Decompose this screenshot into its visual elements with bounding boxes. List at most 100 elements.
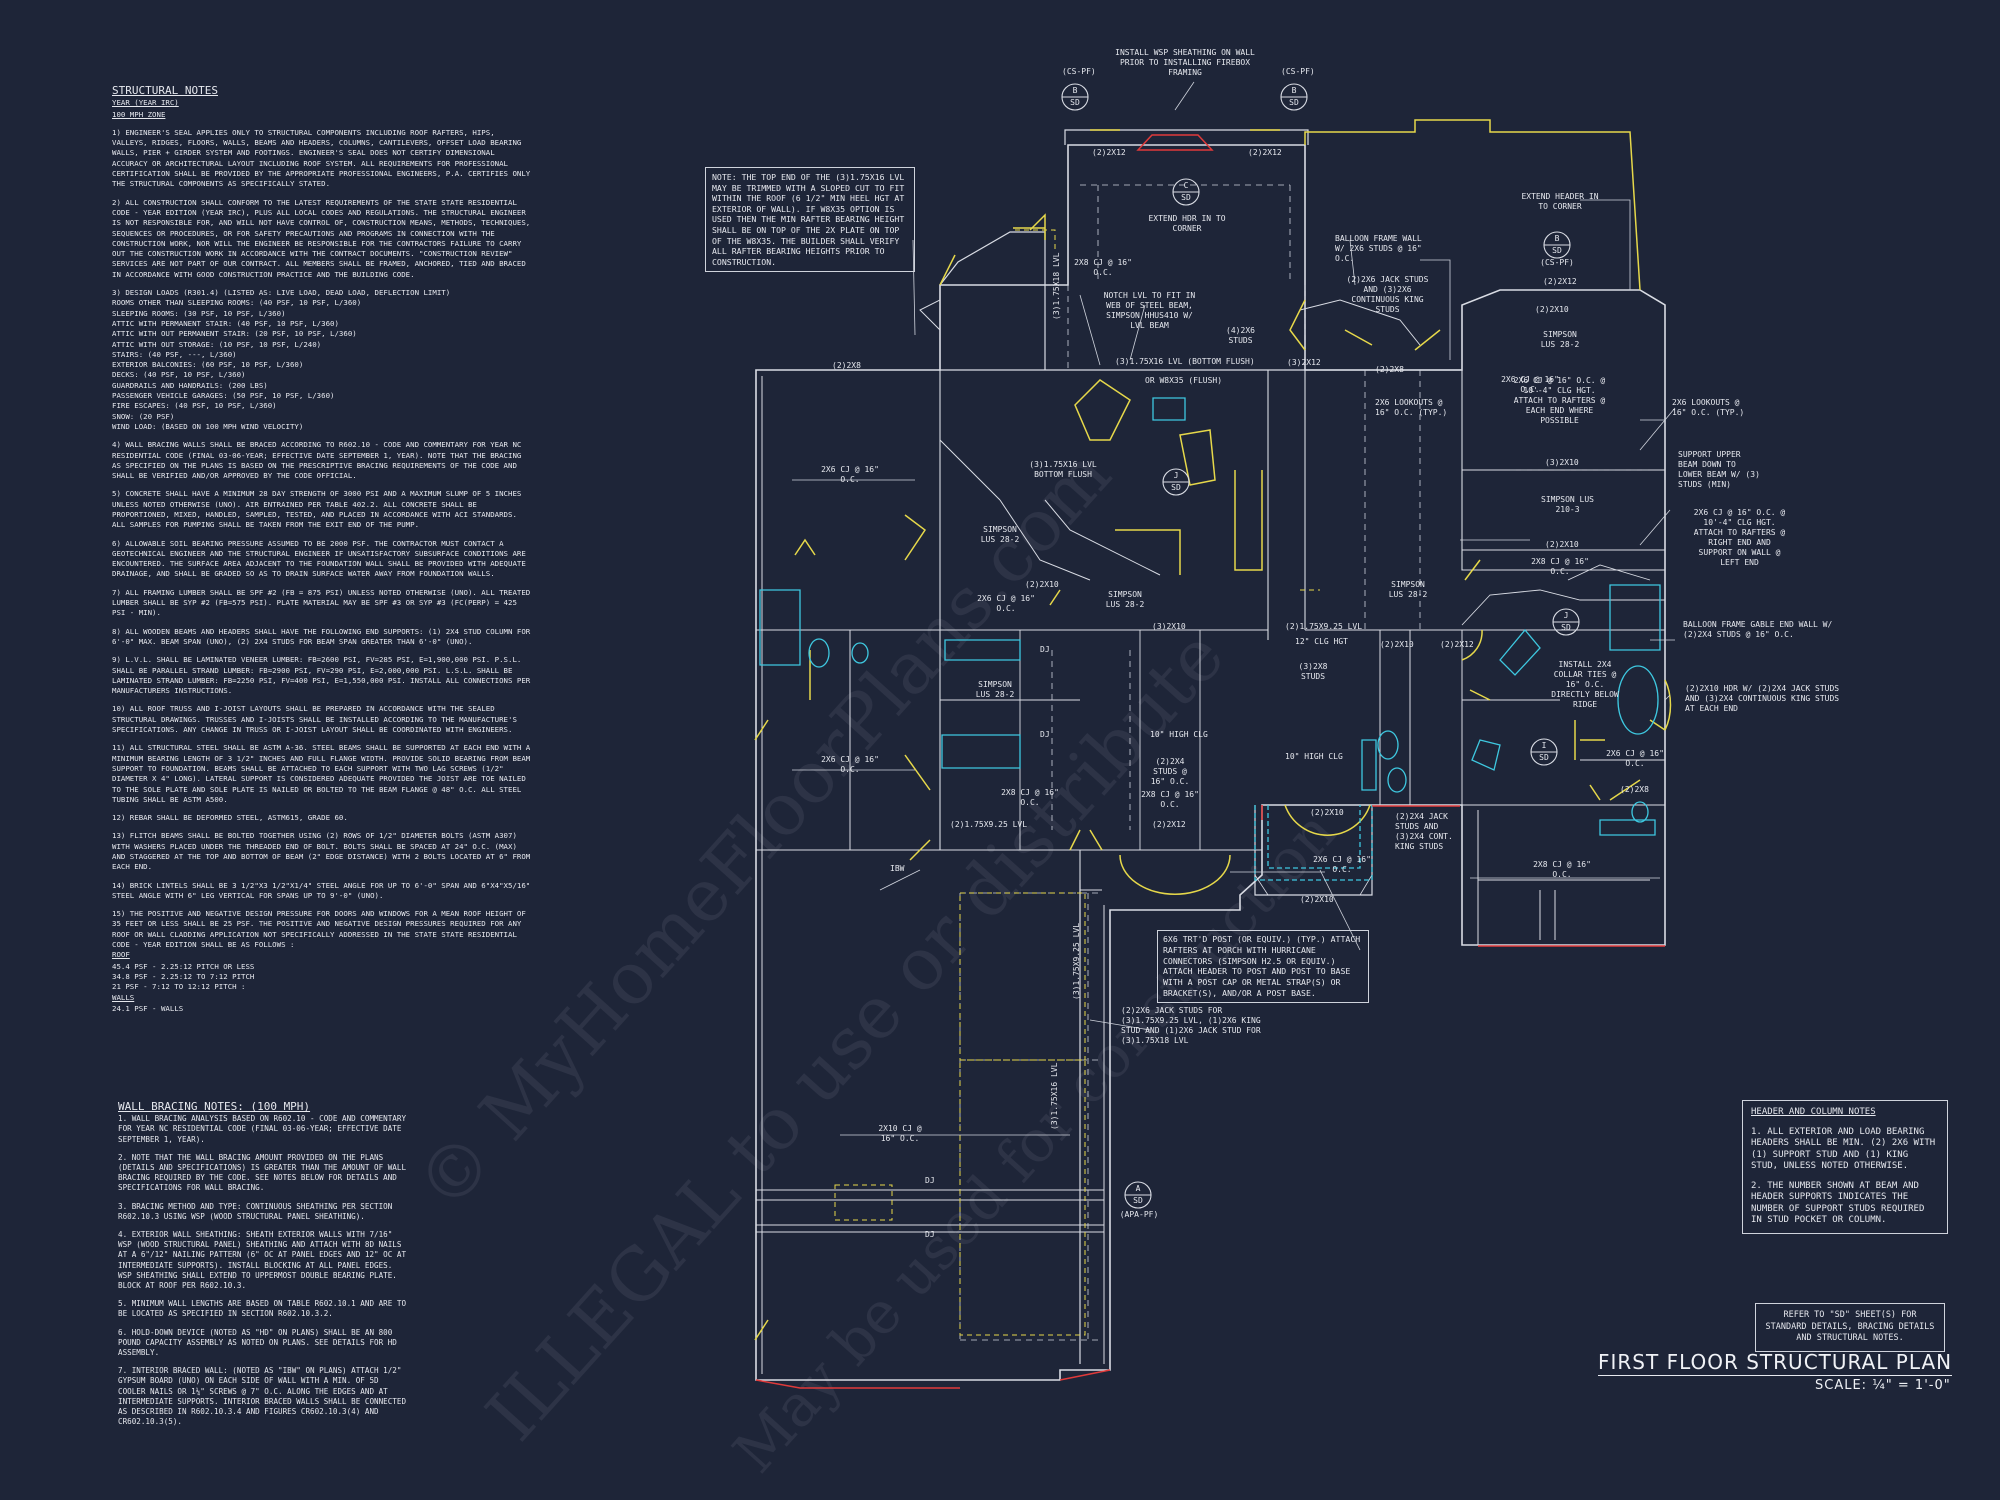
design-load-line: ATTIC WITH OUT PERMANENT STAIR: (20 PSF,… [112, 329, 357, 339]
simpson-hanger-label: SIMPSON LUS 210-3 [1541, 495, 1594, 514]
design-load-line: EXTERIOR BALCONIES: (60 PSF, 10 PSF, L/3… [112, 360, 304, 370]
ceiling-joist-label: 2X8 CJ @ 16" O.C. [1531, 557, 1589, 576]
ceiling-joist-label: 2X6 CJ @ 16" O.C. [1606, 749, 1664, 768]
structural-note-8: 8) ALL WOODEN BEAMS AND HEADERS SHALL HA… [112, 626, 531, 646]
beam-label: (2)1.75X9.25 LVL [950, 820, 1028, 829]
ceiling-joist-label: 2X6 CJ @ 16" O.C. [821, 465, 879, 484]
beam-label: (2)2X10 [1025, 580, 1059, 589]
ceiling-joist-label: 2X8 CJ @ 16" O.C. [1533, 860, 1591, 879]
simpson-hanger-label: SIMPSON LUS 28-2 [1540, 330, 1580, 349]
section-marker-letter: J [1563, 611, 1569, 620]
double-joist-label: DJ [925, 1230, 935, 1239]
ceiling-joist-label: 2X8 CJ @ 16" O.C. [1001, 788, 1059, 807]
studs-callout: (4)2X6 STUDS [1226, 326, 1255, 345]
support-upper-beam-callout: SUPPORT UPPER BEAM DOWN TO LOWER BEAM W/… [1678, 450, 1760, 489]
clg-hgt-callout: 2X6 CJ @ 16" O.C. @ 10'-4" CLG HGT. ATTA… [1513, 376, 1606, 425]
wall-pressure-label: WALLS [112, 992, 135, 1002]
ceiling-joist-label: 2X8 CJ @ 16" O.C. [1074, 258, 1132, 277]
structural-note-5: 5) CONCRETE SHALL HAVE A MINIMUM 28 DAY … [112, 489, 522, 530]
section-marker-sheet: SD [1070, 98, 1080, 107]
ceiling-joist-label: 2X8 CJ @ 16" O.C. [1141, 790, 1199, 809]
beam-label: (3)1.75X9.25 LVL [1072, 922, 1081, 1000]
design-load-line: SNOW: (20 PSF) [112, 411, 175, 421]
beam-label: (2)2X10 [1535, 305, 1569, 314]
ceiling-height-label: 10" HIGH CLG [1150, 730, 1208, 739]
header-jack-callout: (2)2X10 HDR W/ (2)2X4 JACK STUDS AND (3)… [1685, 684, 1840, 713]
ceiling-joist-label: 2X6 CJ @ 16" O.C. [1501, 375, 1559, 394]
simpson-hanger-label: SIMPSON LUS 28-2 [1105, 590, 1145, 609]
section-marker-tag: (CS-PF) [1540, 258, 1574, 267]
design-load-line: PASSENGER VEHICLE GARAGES: (50 PSF, 10 P… [112, 391, 335, 401]
porch-post-note: 6x6 TRT'D POST (OR EQUIV.) (TYP.) ATTACH… [1157, 930, 1369, 1003]
structural-notes-wind-zone: 100 mph ZONE [112, 109, 166, 119]
double-joist-label: DJ [1040, 645, 1050, 654]
ceiling-height-label: 12" CLG HGT [1295, 637, 1348, 646]
section-marker-letter: C [1183, 181, 1189, 190]
simpson-hanger-label: SIMPSON LUS 28-2 [980, 525, 1020, 544]
design-load-line: GUARDRAILS AND HANDRAILS: (200 LBS) [112, 380, 268, 390]
beam-label: (3)2X10 [1152, 622, 1186, 631]
wall-pressure-line: 24.1 PSF - WALLS [112, 1003, 184, 1013]
design-load-line: ATTIC WITH OUT STORAGE: (10 PSF, 10 PSF,… [112, 339, 322, 349]
structural-note-15: 15) THE POSITIVE AND NEGATIVE DESIGN PRE… [112, 909, 526, 950]
roof-pressure-line: 21 PSF - 7:12 TO 12:12 PITCH : [112, 982, 246, 992]
header-column-notes: HEADER AND COLUMN NOTES 1. ALL EXTERIOR … [1742, 1100, 1948, 1234]
section-marker-tag: (CS-PF) [1281, 67, 1315, 76]
balloon-gable-callout: BALLOON FRAME GABLE END WALL W/ (2)2X4 S… [1683, 620, 1833, 639]
beam-label: (3)2X12 [1287, 358, 1321, 367]
section-marker-letter: A [1135, 1184, 1141, 1193]
jack-studs-lvl-callout: (2)2X6 JACK STUDS FOR (3)1.75X9.25 LVL, … [1121, 1006, 1261, 1045]
wall-bracing-note: 4. EXTERIOR WALL SHEATHING: SHEATH EXTER… [118, 1230, 407, 1291]
structural-note-3: 3) DESIGN LOADS (R301.4) (LISTED AS: LIV… [112, 288, 451, 298]
lookouts-right-callout: 2X6 LOOKOUTS @ 16" O.C. (TYP.) [1672, 398, 1745, 417]
roof-pressure-label: ROOF [112, 950, 130, 960]
lvl-bottom-flush-label-2: (3)1.75x16 LVL BOTTOM FLUSH [1029, 460, 1097, 479]
wall-bracing-note: 5. MINIMUM WALL LENGTHS ARE BASED ON TAB… [118, 1299, 407, 1319]
structural-note-1: 1) ENGINEER'S SEAL APPLIES ONLY TO STRUC… [112, 127, 531, 189]
beam-label: (2)2X10 [1300, 895, 1334, 904]
section-marker-letter: B [1291, 86, 1297, 95]
section-marker-letter: J [1173, 471, 1179, 480]
design-load-line: FIRE ESCAPES: (40 PSF, 10 PSF, L/360) [112, 401, 277, 411]
double-joist-label: DJ [925, 1176, 935, 1185]
ceiling-joist-label: 2X6 CJ @ 16" O.C. [1313, 855, 1371, 874]
firebox-callout: INSTALL WSP SHEATHING ON WALL PRIOR TO I… [1115, 48, 1255, 77]
beam-label: (2)2X8 [832, 361, 861, 370]
beam-label: (2)2X12 [1092, 148, 1126, 157]
collar-ties-callout: INSTALL 2X4 COLLAR TIES @ 16" O.C. DIREC… [1551, 660, 1619, 709]
header-column-note: 1. ALL EXTERIOR AND LOAD BEARING HEADERS… [1751, 1126, 1936, 1172]
structural-note-7: 7) ALL FRAMING LUMBER SHALL BE SPF #2 (F… [112, 587, 531, 618]
structural-note-4: 4) WALL BRACING WALLS SHALL BE BRACED AC… [112, 440, 522, 481]
section-marker-sheet: SD [1289, 98, 1299, 107]
header-column-heading: HEADER AND COLUMN NOTES [1751, 1107, 1876, 1117]
header-column-note: 2. THE NUMBER SHOWN AT BEAM AND HEADER S… [1751, 1180, 1925, 1226]
structural-note-10: 10) ALL ROOF TRUSS AND I-JOIST LAYOUTS S… [112, 704, 517, 735]
section-marker-letter: B [1072, 86, 1078, 95]
structural-note-14: 14) BRICK LINTELS SHALL BE 3 1/2"x3 1/2"… [112, 880, 531, 900]
ceiling-joist-label: 2X6 CJ @ 16" O.C. [821, 755, 879, 774]
sheet-scale: SCALE: ¼" = 1'-0" [1815, 1378, 1951, 1393]
beam-label: (2)2X12 [1152, 820, 1186, 829]
beam-label: (2)2X10 [1380, 640, 1414, 649]
design-load-line: DECKS: (40 PSF, 10 PSF, L/360) [112, 370, 246, 380]
structural-note-9: 9) L.V.L. SHALL BE LAMINATED VENEER LUMB… [112, 655, 531, 696]
section-marker-sheet: SD [1552, 246, 1562, 255]
beam-label: (2)2X10 [1545, 540, 1579, 549]
structural-notes: STRUCTURAL NOTES YEAR (YEAR IRC) 100 mph… [112, 85, 532, 1014]
w8x35-label: OR W8x35 (FLUSH) [1145, 376, 1223, 385]
notch-lvl-callout: NOTCH LVL TO FIT IN WEB OF STEEL BEAM, S… [1103, 291, 1196, 330]
extend-header-corner-callout: EXTEND HEADER IN TO CORNER [1521, 192, 1599, 211]
extend-hdr-corner-callout: EXTEND HDR IN TO CORNER [1148, 214, 1226, 233]
beam-label: (3)2X8 STUDS [1298, 662, 1328, 681]
design-load-line: ATTIC WITH PERMANENT STAIR: (40 PSF, 10 … [112, 318, 339, 328]
beam-label: (2)2X8 [1375, 365, 1404, 374]
section-marker-sheet: SD [1539, 753, 1549, 762]
section-marker-sheet: SD [1133, 1196, 1143, 1205]
structural-note-11: 11) ALL STRUCTURAL STEEL SHALL BE ASTM A… [112, 743, 531, 804]
ceiling-height-label: 10" HIGH CLG [1285, 752, 1343, 761]
beam-label: (3)1.75X18 LVL [1052, 252, 1061, 320]
structural-notes-year: YEAR (YEAR IRC) [112, 98, 179, 108]
lvl-bottom-flush-label: (3)1.75x16 LVL (BOTTOM FLUSH) [1115, 357, 1255, 366]
